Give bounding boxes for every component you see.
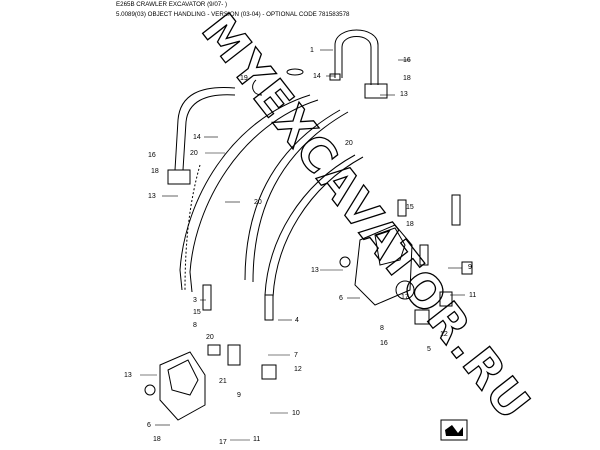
leader-lines bbox=[140, 49, 465, 441]
header-subtitle: 5.0089(03) OBJECT HANDLING - VERSION (03… bbox=[116, 11, 350, 18]
callout-label: 17 bbox=[401, 294, 409, 301]
callout-label: 20 bbox=[206, 334, 214, 341]
callout-label: 8 bbox=[193, 322, 197, 329]
callout-label: 9 bbox=[237, 392, 241, 399]
watermark-text: MYEXCAVATOR.RU bbox=[191, 4, 541, 431]
callout-label: 6 bbox=[147, 422, 151, 429]
callout-label: 17 bbox=[219, 439, 227, 446]
callout-label: 14 bbox=[193, 134, 201, 141]
callout-label: 9 bbox=[468, 264, 472, 271]
callout-label: 13 bbox=[311, 267, 319, 274]
callout-label: 11 bbox=[469, 292, 476, 299]
callout-label: 19 bbox=[240, 75, 248, 82]
callout-label: 10 bbox=[292, 410, 300, 417]
header-title: E265B CRAWLER EXCAVATOR (9/07- ) bbox=[116, 1, 228, 8]
callout-labels: 1 16 18 19 14 13 14 20 20 16 18 13 20 15… bbox=[124, 47, 476, 446]
callout-label: 20 bbox=[345, 140, 353, 147]
callout-label: 21 bbox=[219, 378, 227, 385]
callout-label: 20 bbox=[254, 199, 262, 206]
callout-label: 15 bbox=[193, 309, 201, 316]
callout-label: 18 bbox=[403, 75, 411, 82]
callout-label: 13 bbox=[400, 91, 408, 98]
callout-label: 16 bbox=[380, 340, 388, 347]
callout-label: 5 bbox=[427, 346, 431, 353]
callout-label: 3 bbox=[193, 297, 197, 304]
callout-label: 1 bbox=[310, 47, 314, 54]
callout-label: 6 bbox=[339, 295, 343, 302]
callout-label: 16 bbox=[148, 152, 156, 159]
callout-label: 13 bbox=[124, 372, 132, 379]
callout-label: 20 bbox=[190, 150, 198, 157]
valve-blocks bbox=[144, 194, 473, 421]
callout-label: 16 bbox=[403, 57, 411, 64]
callout-label: 18 bbox=[153, 436, 161, 443]
callout-label: 12 bbox=[440, 331, 448, 338]
callout-label: 11 bbox=[253, 436, 260, 443]
callout-label: 12 bbox=[294, 366, 302, 373]
callout-label: 7 bbox=[294, 352, 298, 359]
hose-lines bbox=[167, 29, 388, 298]
callout-label: 14 bbox=[313, 73, 321, 80]
callout-label: 15 bbox=[406, 204, 414, 211]
next-page-arrow-icon[interactable] bbox=[440, 419, 468, 441]
callout-label: 8 bbox=[380, 325, 384, 332]
callout-label: 13 bbox=[148, 193, 156, 200]
callout-label: 18 bbox=[151, 168, 159, 175]
callout-label: 4 bbox=[295, 317, 299, 324]
callout-label: 18 bbox=[406, 221, 414, 228]
